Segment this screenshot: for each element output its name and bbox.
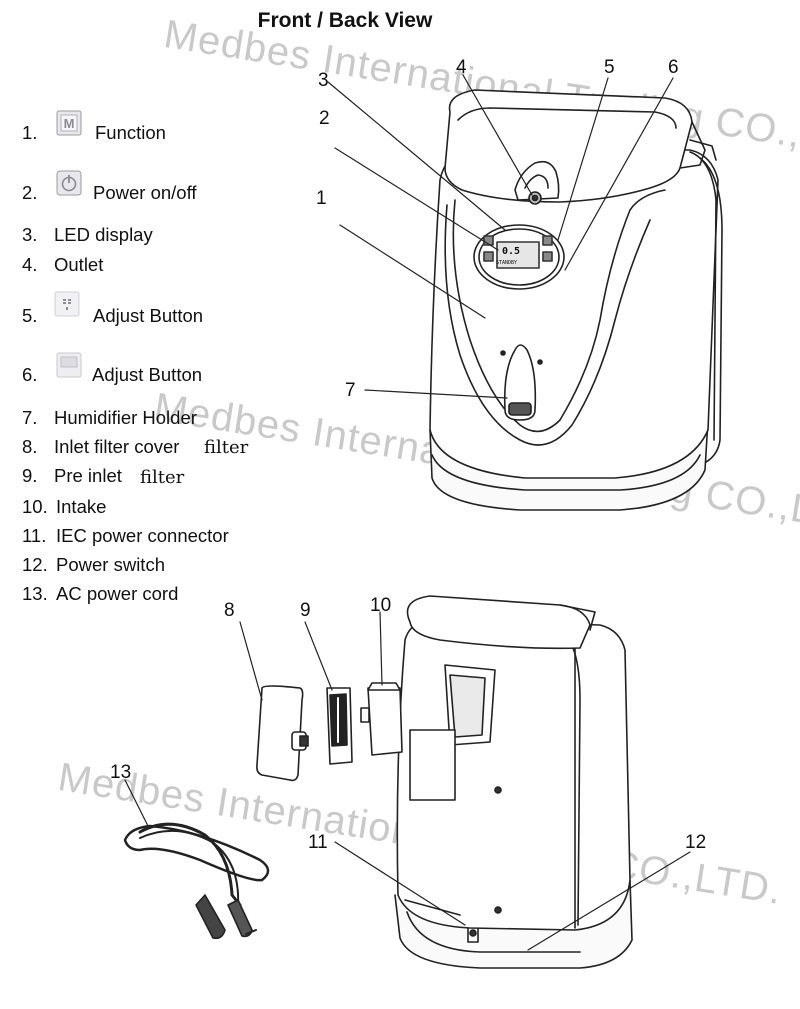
legend-item-13: 13. AC power cord: [22, 583, 179, 604]
legend-item-1: 1. M Function: [22, 110, 166, 144]
legend-item-7: 7. Humidifier Holder: [22, 407, 197, 428]
callout-6: 6: [668, 57, 679, 78]
legend-item-8: 8. Inlet filter cover filter: [22, 436, 249, 458]
m-function-icon: M: [56, 110, 82, 136]
legend-item-3: 3. LED display: [22, 224, 153, 245]
power-icon: [56, 170, 82, 196]
inlet-filter-cover: [256, 685, 309, 782]
front-view-device: [429, 89, 723, 511]
back-view-device: [394, 595, 633, 969]
callout-11: 11: [308, 832, 328, 853]
led-display-value: 0.5: [502, 246, 521, 257]
callout-7: 7: [345, 380, 356, 401]
callout-5: 5: [604, 57, 615, 78]
callout-10: 10: [370, 595, 392, 616]
legend-item-9: 9. Pre inlet filter: [22, 465, 185, 488]
callout-1: 1: [316, 188, 327, 209]
intake-part: [360, 682, 403, 756]
callout-3: 3: [318, 70, 329, 91]
leader-lines: [124, 74, 691, 951]
legend-item-10: 10. Intake: [22, 496, 107, 517]
svg-text:M: M: [64, 116, 75, 131]
adjust-down-icon: [56, 352, 82, 378]
callout-8: 8: [224, 600, 235, 621]
led-display-status: STANDBY: [496, 260, 518, 266]
ac-power-cord: [123, 822, 270, 940]
legend-item-5: 5. Adjust Button: [22, 291, 203, 327]
page-title: Front / Back View: [257, 9, 433, 32]
callout-2: 2: [319, 108, 330, 129]
callout-12: 12: [685, 832, 707, 853]
callout-13: 13: [110, 762, 132, 783]
legend-item-11: 11. IEC power connector: [22, 525, 229, 546]
pre-inlet-filter: [326, 687, 353, 765]
legend-item-4: 4. Outlet: [22, 254, 104, 275]
legend-item-12: 12. Power switch: [22, 554, 165, 575]
adjust-up-icon: [54, 291, 80, 317]
callout-9: 9: [300, 600, 311, 621]
legend-item-2: 2. Power on/off: [22, 170, 197, 204]
legend-item-6: 6. Adjust Button: [22, 352, 202, 386]
callout-4: 4: [456, 57, 467, 78]
